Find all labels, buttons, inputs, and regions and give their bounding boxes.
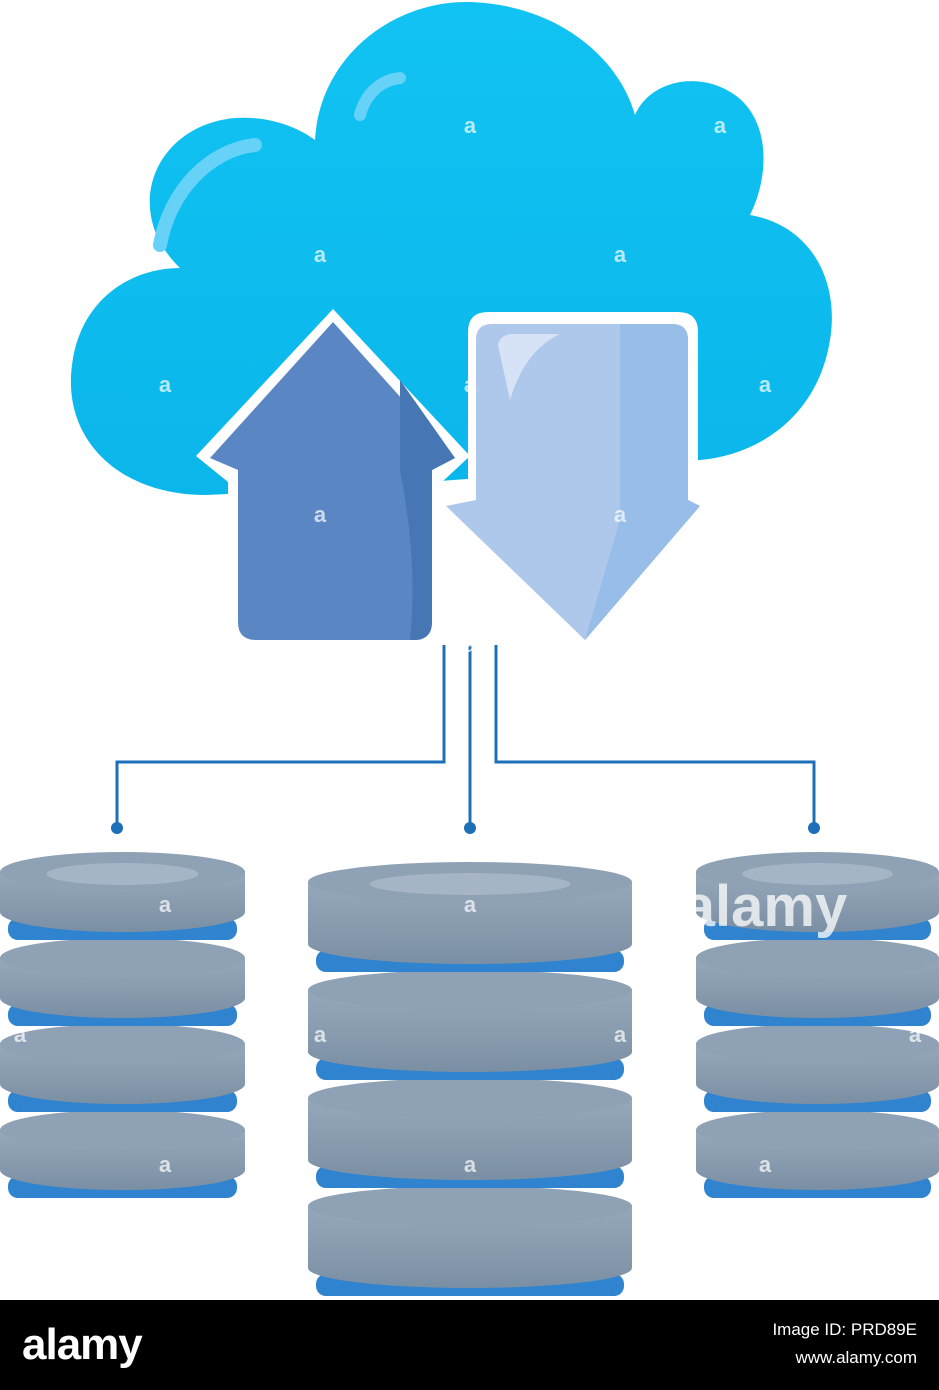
watermark-tile: a	[314, 242, 327, 267]
cloud-data-transfer-illustration: a a a a a a a a a a a a a a a a a a a a a alamy	[0, 1, 939, 1296]
watermark-tile: a	[464, 372, 477, 397]
database-server-left-icon	[0, 852, 245, 1198]
connector-lines	[115, 645, 816, 828]
watermark-tile: a	[159, 892, 172, 917]
watermark-tile: a	[909, 1022, 922, 1047]
database-server-right-icon	[696, 852, 939, 1198]
footer-bar: alamy Image ID: PRD89E www.alamy.com	[0, 1300, 939, 1390]
footer-image-id: Image ID: PRD89E	[772, 1320, 917, 1339]
watermark-tile: a	[159, 1152, 172, 1177]
footer-meta: Image ID: PRD89E www.alamy.com	[772, 1318, 917, 1370]
server-group	[0, 852, 939, 1296]
watermark-tile: a	[159, 632, 172, 657]
watermark-tile: a	[464, 113, 477, 138]
upload-arrow-icon	[196, 309, 470, 650]
watermark-text: alamy	[683, 874, 847, 939]
connector-dots	[111, 822, 820, 834]
watermark-tile: a	[314, 1022, 327, 1047]
watermark-tile: a	[614, 502, 627, 527]
watermark-tile: a	[14, 1022, 27, 1047]
watermark-tiles: a a a a a a a a a a a a a a a a a a a a a	[14, 113, 922, 1177]
watermark-tile: a	[464, 632, 477, 657]
cloud-icon	[70, 1, 832, 496]
watermark-tile: a	[759, 632, 772, 657]
watermark-tile: a	[464, 892, 477, 917]
watermark-tile: a	[159, 372, 172, 397]
watermark-tile: a	[714, 113, 727, 138]
watermark-tile: a	[464, 1152, 477, 1177]
watermark-tile: a	[759, 1152, 772, 1177]
download-arrow-icon	[436, 312, 712, 652]
watermark-tile: a	[614, 1022, 627, 1047]
database-server-center-icon	[308, 862, 632, 1296]
watermark-tile: a	[314, 502, 327, 527]
footer-url: www.alamy.com	[795, 1348, 917, 1367]
watermark-tile: a	[759, 372, 772, 397]
footer-brand: alamy	[22, 1320, 143, 1369]
watermark-tile: a	[614, 242, 627, 267]
